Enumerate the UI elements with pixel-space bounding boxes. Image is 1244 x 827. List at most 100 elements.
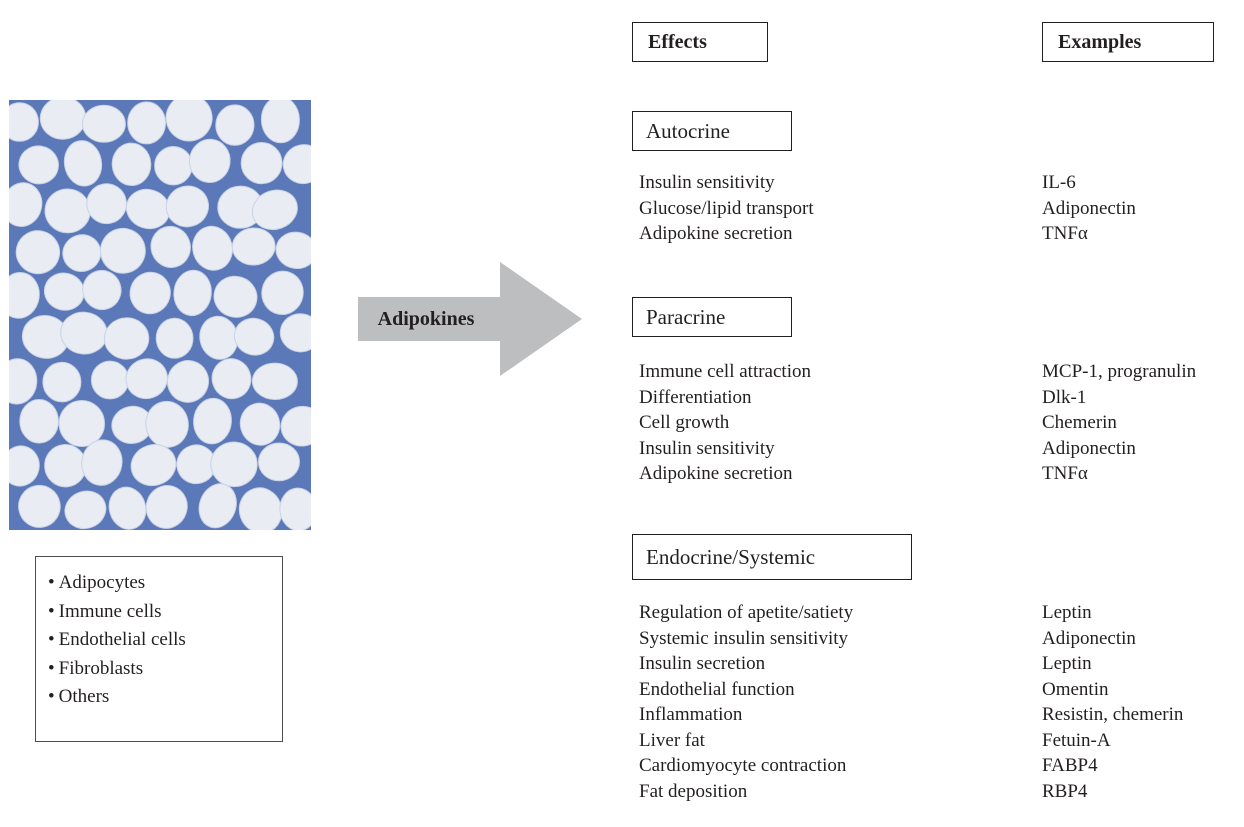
adipocyte-cell <box>251 189 298 231</box>
cell-types-list: Adipocytes Immune cells Endothelial cell… <box>36 557 282 712</box>
example-item: Adiponectin <box>1042 197 1136 219</box>
example-item: Chemerin <box>1042 412 1117 433</box>
adipocyte-cell <box>64 490 107 530</box>
adipocyte-cell <box>188 138 231 183</box>
adipocyte-cell <box>15 230 61 275</box>
section-title-endocrine: Endocrine/Systemic <box>632 534 912 580</box>
adipocyte-cell <box>125 358 168 400</box>
effect-item: Differentiation <box>639 386 752 408</box>
example-item: Leptin <box>1042 602 1092 623</box>
arrow-label: Adipokines <box>377 308 475 330</box>
effect-item: Insulin sensitivity <box>639 172 775 193</box>
adipocyte-cell <box>82 269 122 311</box>
adipocyte-cell <box>9 102 39 142</box>
adipocyte-cell <box>258 442 300 482</box>
endocrine-examples: Leptin Adiponectin Leptin Omentin Resist… <box>1042 600 1183 804</box>
cell-type-item: Fibroblasts <box>48 655 282 684</box>
adipocyte-cell <box>150 225 191 268</box>
example-item: Resistin, chemerin <box>1042 704 1184 725</box>
adipocyte-cell <box>239 402 281 446</box>
effect-item: Liver fat <box>639 729 705 751</box>
effect-item: Fat deposition <box>639 780 748 802</box>
example-item: TNFα <box>1042 223 1088 244</box>
cell-type-item: Adipocytes <box>48 569 282 598</box>
adipocyte-cell <box>240 142 283 185</box>
adipocyte-cell <box>9 358 38 405</box>
example-item: Adiponectin <box>1042 437 1136 459</box>
adipocyte-cell <box>261 270 304 315</box>
effect-item: Regulation of apetite/satiety <box>639 602 854 623</box>
adipocyte-cell <box>155 317 194 359</box>
adipocyte-cell <box>231 227 276 266</box>
effect-item: Insulin sensitivity <box>639 437 775 459</box>
adipocyte-cell <box>210 441 258 488</box>
adipocyte-cell <box>145 400 189 448</box>
adipocyte-cell <box>166 360 210 403</box>
adipocyte-cell <box>111 142 152 186</box>
cell-type-item: Others <box>48 683 282 712</box>
adipocyte-cell <box>165 185 210 228</box>
adipocyte-cell <box>18 145 59 185</box>
adipocyte-cell <box>81 439 123 486</box>
effect-item: Systemic insulin sensitivity <box>639 627 849 649</box>
autocrine-examples: IL-6 Adiponectin TNFα <box>1042 170 1136 247</box>
effect-item: Glucose/lipid transport <box>639 197 814 219</box>
adipocyte-cell <box>9 272 40 319</box>
adipocyte-cell <box>193 397 232 445</box>
adipocyte-cell <box>62 234 102 272</box>
adipocyte-cell <box>275 231 311 269</box>
section-title-paracrine: Paracrine <box>632 297 792 337</box>
adipocyte-cell <box>198 483 237 529</box>
section-title-autocrine: Autocrine <box>632 111 792 151</box>
cell-types-box: Adipocytes Immune cells Endothelial cell… <box>35 556 283 742</box>
example-item: RBP4 <box>1042 780 1088 802</box>
effects-header: Effects <box>632 22 768 62</box>
example-item: Fetuin-A <box>1042 729 1111 751</box>
adipocyte-cell <box>280 405 311 447</box>
adipocyte-cell <box>279 313 311 353</box>
adipocyte-cell <box>18 484 61 528</box>
adipocyte-cell <box>58 400 106 447</box>
cell-type-item: Endothelial cells <box>48 626 282 655</box>
adipocyte-cell <box>145 485 188 529</box>
adipocyte-cell <box>130 444 177 487</box>
adipocyte-cell <box>211 358 252 400</box>
paracrine-effects: Immune cell attraction Differentiation C… <box>639 359 811 487</box>
adipocyte-cell <box>213 275 258 318</box>
adipocyte-cell <box>86 183 127 225</box>
adipocyte-cell <box>9 445 40 487</box>
adipocyte-cell <box>127 101 167 145</box>
adipocyte-cell <box>108 486 147 530</box>
effect-item: Immune cell attraction <box>639 361 811 382</box>
adipocyte-cell <box>9 182 43 227</box>
adipocyte-cell <box>90 360 130 400</box>
adipose-tissue-image <box>9 100 311 530</box>
adipocyte-cell <box>173 269 212 317</box>
paracrine-examples: MCP-1, progranulin Dlk-1 Chemerin Adipon… <box>1042 359 1196 487</box>
example-item: MCP-1, progranulin <box>1042 361 1197 382</box>
adipocyte-cell <box>19 399 59 444</box>
example-item: TNFα <box>1042 463 1088 484</box>
adipocyte-cell <box>260 100 300 144</box>
effect-item: Inflammation <box>639 704 743 725</box>
cell-type-item: Immune cells <box>48 598 282 627</box>
effect-item: Cardiomyocyte contraction <box>639 755 847 776</box>
adipocyte-cell <box>81 104 126 143</box>
adipocyte-cell <box>63 140 103 187</box>
example-item: Dlk-1 <box>1042 386 1087 408</box>
adipocyte-cell <box>233 317 275 356</box>
adipocyte-cell <box>103 317 150 360</box>
autocrine-effects: Insulin sensitivity Glucose/lipid transp… <box>639 170 814 247</box>
example-item: Omentin <box>1042 678 1109 700</box>
effect-item: Endothelial function <box>639 678 795 700</box>
effect-item: Adipokine secretion <box>639 463 793 484</box>
adipocyte-cell <box>154 146 193 186</box>
adipocyte-cell <box>279 487 311 530</box>
adipocyte-cell <box>42 361 82 403</box>
arrow-right-icon <box>358 262 582 376</box>
example-item: IL-6 <box>1042 172 1076 193</box>
example-item: FABP4 <box>1042 755 1098 776</box>
example-item: Adiponectin <box>1042 627 1136 649</box>
endocrine-effects: Regulation of apetite/satiety Systemic i… <box>639 600 853 804</box>
example-item: Leptin <box>1042 653 1092 674</box>
